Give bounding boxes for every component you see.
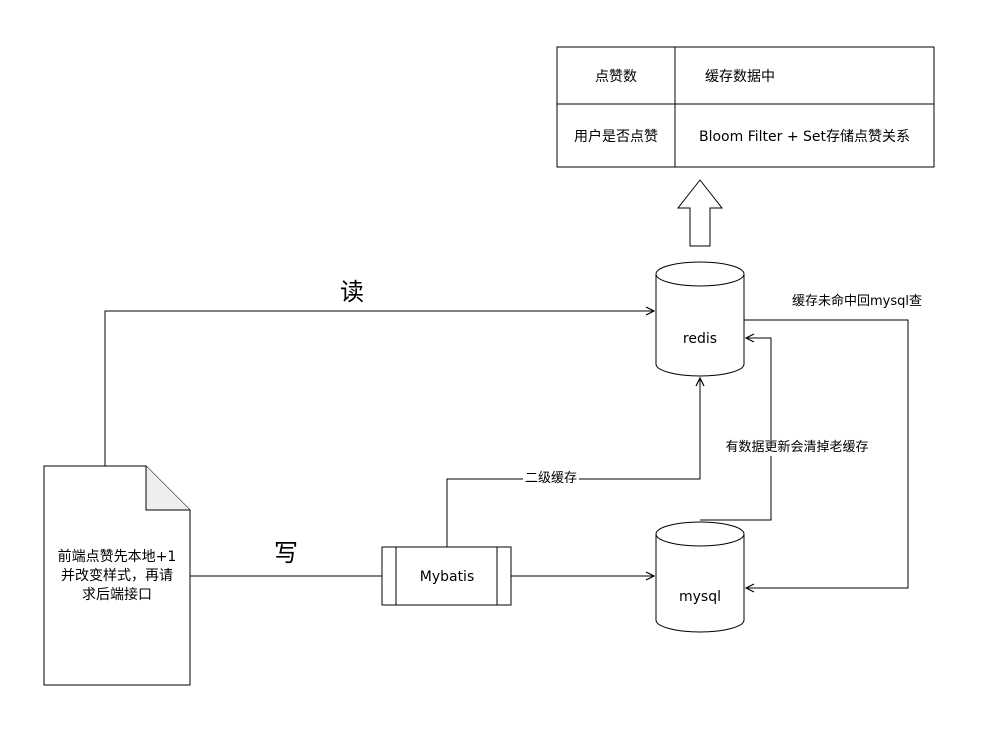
frontend-line-1: 前端点赞先本地+1	[57, 549, 177, 565]
mybatis-box	[381, 546, 512, 606]
frontend-line-3: 求后端接口	[82, 587, 152, 603]
write-label: 写	[274, 539, 298, 567]
redis-label: redis	[682, 331, 718, 347]
frontend-label: 前端点赞先本地+1 并改变样式，再请 求后端接口	[44, 548, 190, 605]
second-level-cache-label: 二级缓存	[522, 471, 580, 487]
frontend-line-2: 并改变样式，再请	[61, 568, 173, 584]
table-row-likes-value: 缓存数据中	[705, 68, 775, 85]
table-row-liked-label: 用户是否点赞	[574, 128, 658, 145]
read-label: 读	[340, 278, 364, 306]
up-hollow-arrow	[676, 179, 724, 247]
second-level-cache-edge	[446, 378, 700, 547]
redis-cylinder	[655, 261, 745, 377]
cache-miss-edge	[744, 319, 909, 588]
update-clear-label: 有数据更新会清掉老缓存	[723, 440, 871, 456]
frontend-document	[43, 465, 191, 686]
read-edge	[104, 311, 654, 466]
table-row-likes-label: 点赞数	[595, 68, 637, 85]
mybatis-label: Mybatis	[419, 569, 475, 585]
table-row-liked-value: Bloom Filter + Set存储点赞关系	[698, 128, 910, 145]
mysql-cylinder	[655, 521, 745, 633]
mysql-label: mysql	[679, 589, 721, 605]
update-clear-edge	[700, 338, 772, 521]
info-table	[556, 46, 935, 168]
cache-miss-label: 缓存未命中回mysql查	[790, 294, 924, 310]
